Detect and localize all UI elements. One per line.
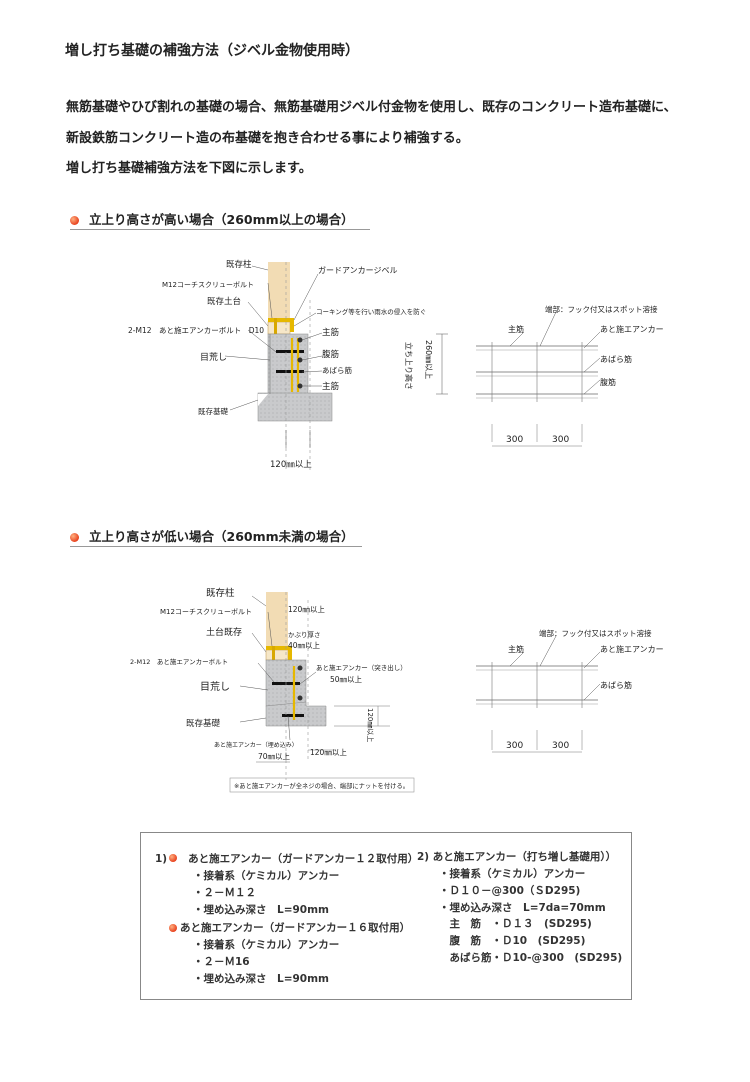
elev2-spacing-1: 300 <box>506 741 523 751</box>
label-sill-2: 土台既存 <box>206 626 242 638</box>
label-main-bar-2: 主筋 <box>322 381 339 392</box>
label-main-bar: 主筋 <box>322 327 339 338</box>
label-dim-120: 120㎜以上 <box>270 460 312 470</box>
spec-item1-title: 1) あと施エアンカー（ガードアンカー１２取付用） <box>155 851 418 866</box>
elev1-web-bar: 腹筋 <box>600 377 616 387</box>
sill <box>265 649 289 661</box>
spec-item1-line-2: ・２－Ｍ１２ <box>193 887 256 899</box>
label-dim-120-bottom: 120㎜以上 <box>310 748 347 757</box>
label-caulking: コーキング等を行い雨水の侵入を防ぐ <box>316 307 426 316</box>
spec-item1-line-3: ・埋め込み深さ L=90mm <box>193 904 329 916</box>
elev2-spacing-2: 300 <box>552 741 569 751</box>
elev1-anchor: あと施エアンカー <box>600 324 664 334</box>
section1-cross-section <box>224 262 448 470</box>
label-dim-side: 120㎜以上 <box>366 708 375 742</box>
note-box <box>229 777 415 793</box>
spec-right-line-1: ・接着系（ケミカル）アンカー <box>439 868 586 880</box>
label-web-bar: 腹筋 <box>322 349 339 360</box>
bullet-icon <box>70 533 79 542</box>
section1-heading: 立上り高さが高い場合（260mm以上の場合） <box>70 209 354 228</box>
label-existing-foundation-2: 既存基礎 <box>186 718 221 729</box>
existing-column <box>268 262 290 322</box>
label-anchor-embed: あと施エアンカー（埋め込み） <box>214 741 298 749</box>
spec-right-line-5: 腹 筋 ・Ｄ10 (SD295) <box>439 935 586 947</box>
elev1-spacing-2: 300 <box>552 435 569 445</box>
spec-box: 1) あと施エアンカー（ガードアンカー１２取付用） ・接着系（ケミカル）アンカー… <box>140 832 632 1000</box>
anchor-bar <box>276 350 304 353</box>
section2-heading-text: 立上り高さが低い場合（260mm未満の場合） <box>89 529 354 544</box>
label-dim-120-top: 120㎜以上 <box>288 605 325 614</box>
section2-cross-section <box>229 592 415 793</box>
spec-right-line-6: あばら筋・Ｄ10-@300 (SD295) <box>439 952 623 964</box>
intro-line-3: 増し打ち基礎補強方法を下図に示します。 <box>66 161 312 176</box>
label-anchor-bolt-2: 2-M12 あと施エアンカーボルト <box>130 657 228 666</box>
label-existing-sill: 既存土台 <box>207 296 241 307</box>
label-existing-column: 既存柱 <box>226 259 252 270</box>
label-existing-column-2: 既存柱 <box>206 587 235 599</box>
spec-item2-line-1: ・接着系（ケミカル）アンカー <box>193 939 340 951</box>
label-dim-260: 260㎜以上 <box>424 340 433 379</box>
spec-item2-line-3: ・埋め込み深さ L=90mm <box>193 973 329 985</box>
spec-item2-title: あと施エアンカー（ガードアンカー１６取付用） <box>169 920 410 935</box>
spec-item2-title-text: あと施エアンカー（ガードアンカー１６取付用） <box>180 922 411 934</box>
spec-item1-line-1: ・接着系（ケミカル）アンカー <box>193 870 340 882</box>
intro-line-1: 無筋基礎やひび割れの基礎の場合、無筋基礎用ジベル付金物を使用し、既存のコンクリー… <box>66 100 677 115</box>
elev2-end-note: 端部：フック付又はスポット溶接 <box>539 628 652 638</box>
elev2-rib-bar: あばら筋 <box>600 680 632 690</box>
elev1-end-note: 端部：フック付又はスポット溶接 <box>545 304 658 314</box>
intro-line-2: 新設鉄筋コンクリート造の布基礎を抱き合わせる事により補強する。 <box>66 131 469 146</box>
section2-underline <box>70 546 362 547</box>
bullet-icon <box>169 854 177 862</box>
label-existing-foundation: 既存基礎 <box>198 406 228 416</box>
spec-item2-line-2: ・２－Ｍ16 <box>193 956 250 968</box>
section1-underline <box>70 229 370 230</box>
section2-elevation <box>476 635 601 753</box>
elev1-rib-bar: あばら筋 <box>600 354 632 364</box>
footing <box>257 392 333 422</box>
spec-item1-title-text: 1) あと施エアンカー（ガードアンカー１２取付用） <box>155 853 419 865</box>
bullet-icon <box>169 924 177 932</box>
label-anchor-through: あと施エアンカー（突き出し） <box>316 663 407 672</box>
label-dim-70: 70㎜以上 <box>258 752 291 761</box>
page-title: 増し打ち基礎の補強方法（ジベル金物使用時） <box>65 43 359 59</box>
elev1-main-bar: 主筋 <box>508 324 524 334</box>
label-rise-height: 立ち上り高さ <box>404 342 414 390</box>
label-cover-dim: 40㎜以上 <box>288 641 321 650</box>
label-guard-anchor: ガードアンカージベル <box>318 265 398 275</box>
spec-right-line-4: 主 筋 ・Ｄ１３ (SD295) <box>439 918 592 930</box>
label-cover: かぶり厚さ <box>288 631 321 639</box>
label-screw-bolt-2: M12コーチスクリューボルト <box>160 608 252 616</box>
label-roughen: 目荒し <box>200 352 227 363</box>
existing-column <box>266 592 288 654</box>
label-screw-bolt: M12コーチスクリューボルト <box>162 281 254 289</box>
bullet-icon <box>70 216 79 225</box>
anchor-bar <box>276 370 304 373</box>
sill <box>267 321 291 335</box>
elev2-main-bar: 主筋 <box>508 644 524 654</box>
label-anchor-bolt: 2-M12 あと施エアンカーボルト D10 <box>128 325 264 335</box>
label-note: ※あと施エアンカーが全ネジの場合、端部にナットを付ける。 <box>234 781 409 790</box>
elev2-anchor: あと施エアンカー <box>600 644 664 654</box>
section1-elevation <box>476 311 601 447</box>
section1-heading-text: 立上り高さが高い場合（260mm以上の場合） <box>89 212 354 227</box>
elev1-spacing-1: 300 <box>506 435 523 445</box>
label-rib-bar: あばら筋 <box>322 365 352 375</box>
label-dim-50: 50㎜以上 <box>330 675 363 684</box>
section2-heading: 立上り高さが低い場合（260mm未満の場合） <box>70 526 354 545</box>
spec-right-line-3: ・埋め込み深さ L=7da=70mm <box>439 902 606 914</box>
spec-right-line-2: ・Ｄ１０－@300（ＳD295) <box>439 885 581 897</box>
label-roughen-2: 目荒し <box>200 681 230 693</box>
spec-right-title: 2) あと施エアンカー（打ち増し基礎用）） <box>417 851 617 863</box>
